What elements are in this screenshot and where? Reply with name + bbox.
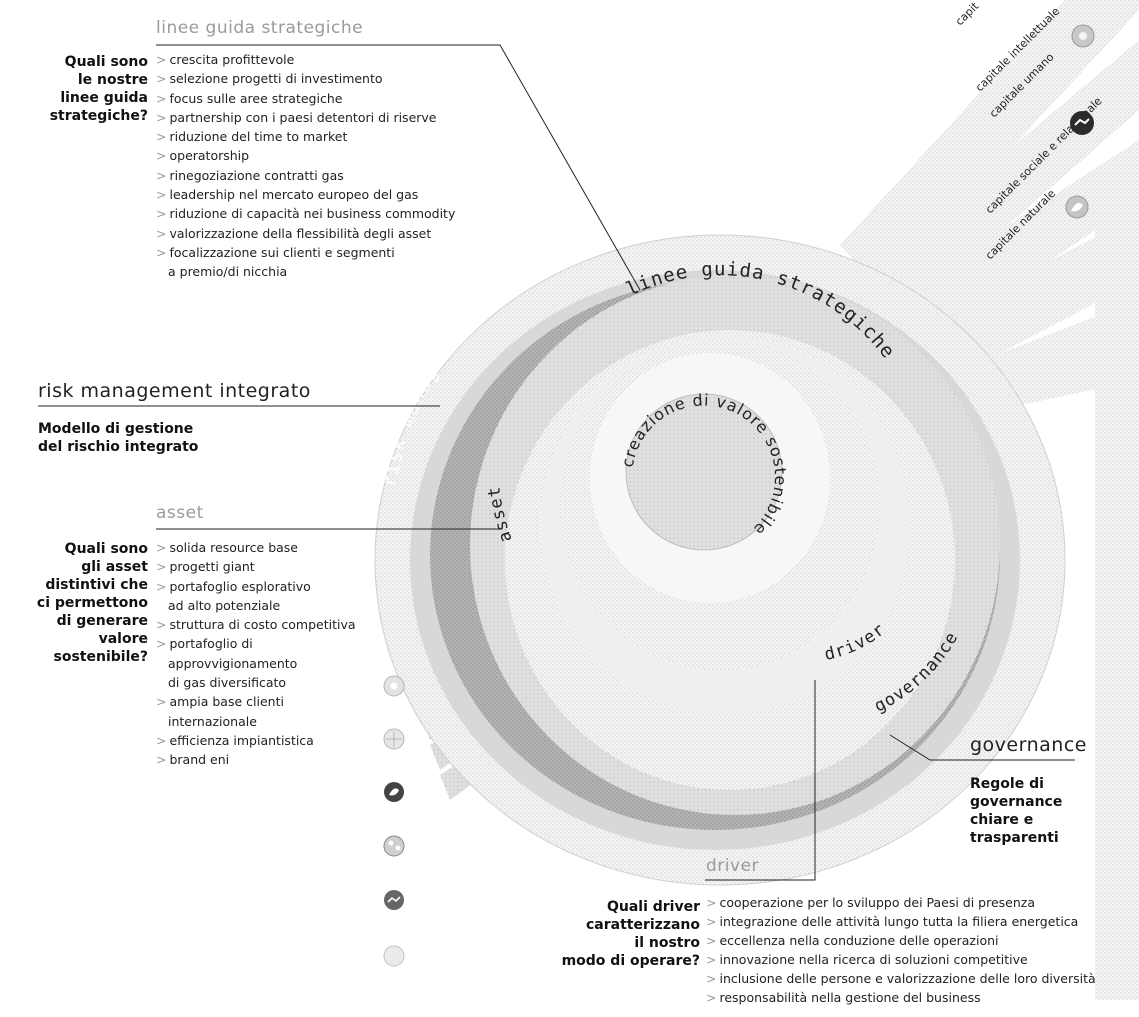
list-item: >struttura di costo competitiva — [156, 617, 356, 633]
list-item-continuation: di gas diversificato — [168, 675, 287, 691]
risk-description: Modello di gestione del rischio integrat… — [38, 420, 198, 456]
connector-lines — [38, 44, 1075, 881]
gear-icon — [1071, 24, 1095, 48]
list-item: >leadership nel mercato europeo del gas — [156, 187, 419, 203]
question-line: Quali sono — [64, 54, 148, 70]
question-line: distintivi che — [45, 577, 148, 593]
list-item: >crescita profittevole — [156, 52, 295, 67]
question-line: strategiche? — [49, 108, 148, 124]
question-line: Quali sono — [64, 541, 148, 557]
linee-guida-list: >crescita profittevole >selezione proget… — [156, 50, 455, 282]
list-item: >cooperazione per lo sviluppo dei Paesi … — [706, 895, 1036, 910]
left-globe-icon — [383, 728, 405, 750]
list-item: >focus sulle aree strategiche — [156, 90, 343, 106]
list-item: >riduzione del time to market — [156, 129, 348, 145]
list-item-continuation: a premio/di nicchia — [168, 264, 288, 280]
list-item: >rinegoziazione contratti gas — [156, 167, 344, 183]
center-disc — [626, 394, 782, 550]
list-item: >portafoglio esplorativo — [156, 578, 311, 594]
driver-title: driver — [706, 856, 760, 876]
list-item: >progetti giant — [156, 559, 255, 575]
list-item: >valorizzazione della flessibilità degli… — [156, 225, 432, 241]
risk-title: risk management integrato — [38, 380, 311, 402]
driver-question: Quali driver caratterizzano il nostro mo… — [550, 898, 700, 970]
list-item: >solida resource base — [156, 540, 298, 555]
question-line: sostenibile? — [53, 649, 148, 665]
desc-line: trasparenti — [970, 830, 1059, 846]
asset-title: asset — [156, 503, 204, 523]
desc-line: governance — [970, 794, 1063, 810]
list-item-continuation: ad alto potenziale — [168, 597, 281, 613]
handshake-icon — [1070, 111, 1094, 135]
left-gear-icon — [383, 675, 405, 697]
question-line: modo di operare? — [561, 953, 700, 969]
list-item: >integrazione delle attività lungo tutta… — [706, 914, 1079, 929]
capital-rays — [840, 0, 1139, 1000]
driver-list: >cooperazione per lo sviluppo dei Paesi … — [706, 893, 1096, 1007]
list-item: >brand eni — [156, 752, 230, 768]
left-people-icon — [383, 835, 405, 857]
question-line: il nostro — [634, 935, 700, 951]
left-coins-icon — [383, 945, 405, 967]
desc-line: chiare e — [970, 812, 1034, 828]
question-line: caratterizzano — [585, 917, 700, 933]
left-leaf-icon — [384, 782, 404, 802]
asset-list: >solida resource base >progetti giant >p… — [156, 538, 356, 770]
question-line: di generare — [56, 613, 148, 629]
list-item: >responsabilità nella gestione del busin… — [706, 990, 981, 1005]
list-item: >inclusione delle persone e valorizzazio… — [706, 971, 1096, 986]
list-item: >efficienza impiantistica — [156, 732, 314, 748]
left-handshake-icon — [384, 890, 404, 910]
list-item: >focalizzazione sui clienti e segmenti — [156, 244, 395, 260]
question-line: le nostre — [77, 72, 148, 88]
question-line: valore — [98, 631, 148, 647]
desc-line: Modello di gestione — [38, 421, 194, 437]
governance-description: Regole di governance chiare e trasparent… — [970, 775, 1062, 847]
asset-question: Quali sono gli asset distintivi che ci p… — [0, 540, 148, 666]
governance-title: governance — [970, 734, 1087, 756]
question-line: ci permettono — [36, 595, 148, 611]
question-line: Quali driver — [606, 899, 700, 915]
capital-partial-label: capit — [953, 0, 982, 28]
list-item: >ampia base clienti — [156, 694, 284, 710]
linee-guida-title: linee guida strategiche — [156, 18, 364, 38]
list-item: >eccellenza nella conduzione delle opera… — [706, 933, 999, 948]
linee-guida-question: Quali sono le nostre linee guida strateg… — [20, 53, 148, 125]
list-item-continuation: internazionale — [168, 713, 257, 729]
list-item: >partnership con i paesi detentori di ri… — [156, 109, 437, 125]
list-item-continuation: approvvigionamento — [168, 655, 298, 671]
list-item: >riduzione di capacità nei business comm… — [156, 206, 456, 222]
desc-line: Regole di — [970, 776, 1044, 792]
desc-line: del rischio integrato — [38, 439, 199, 455]
question-line: gli asset — [81, 559, 148, 575]
question-line: linee guida — [60, 90, 148, 106]
list-item: >portafoglio di — [156, 636, 253, 652]
list-item: >operatorship — [156, 148, 250, 164]
list-item: >innovazione nella ricerca di soluzioni … — [706, 952, 1028, 967]
list-item: >selezione progetti di investimento — [156, 71, 383, 87]
leaf-icon — [1065, 195, 1089, 219]
